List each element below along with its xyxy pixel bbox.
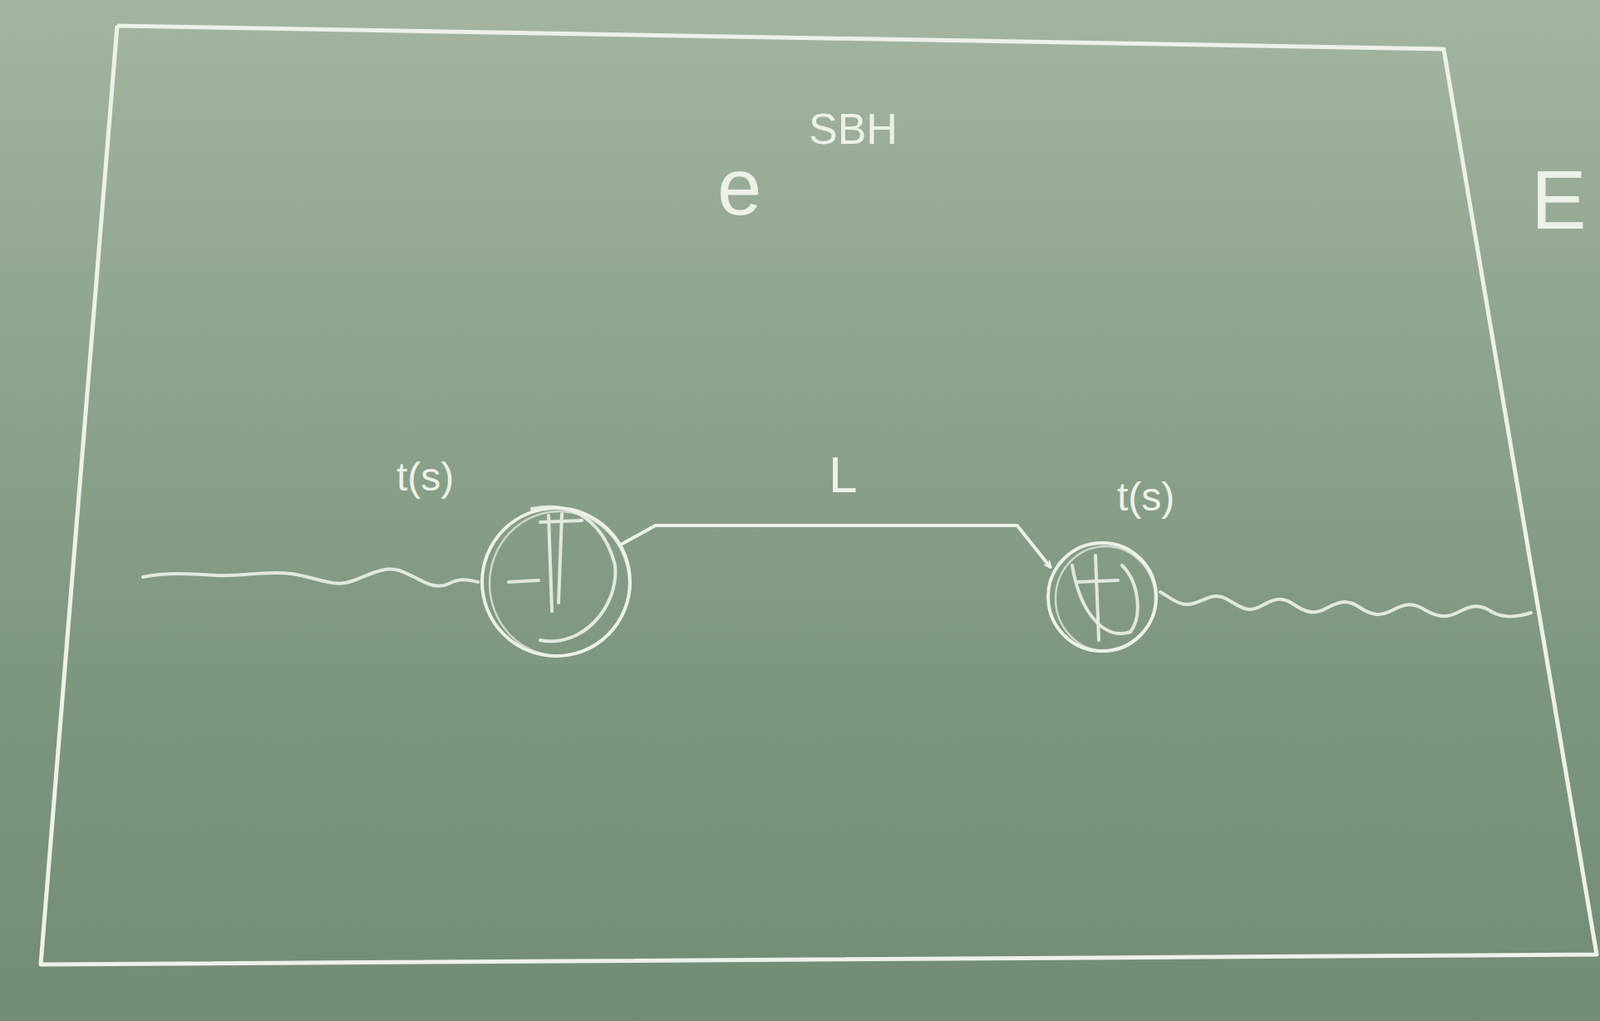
clock-hand [558,513,562,603]
clock-scribble [1072,565,1138,634]
board-label: E [1531,157,1587,242]
black-hole-circle: t(s) [1045,540,1159,654]
distance-label: L [828,448,857,501]
clock-hand [1095,555,1099,640]
time-label: t(s) [1117,477,1175,517]
black-hole-circle: t(s) [479,505,633,659]
clock-hand [1077,580,1118,582]
boundary-region: e SBH t(s) t(s) [37,20,1600,977]
circle-outline [479,505,633,659]
circle-outline [1045,540,1159,654]
wavy-line [142,569,478,586]
clock-hand [548,515,552,611]
time-label: t(s) [396,457,454,498]
formula-base: e [717,147,762,227]
arrow-connector [622,525,1051,567]
clock-hand [540,520,582,522]
clock-hand [508,580,539,582]
region-outline [37,20,1600,977]
wavy-line [1160,591,1532,616]
formula-exponent: SBH [808,107,898,151]
